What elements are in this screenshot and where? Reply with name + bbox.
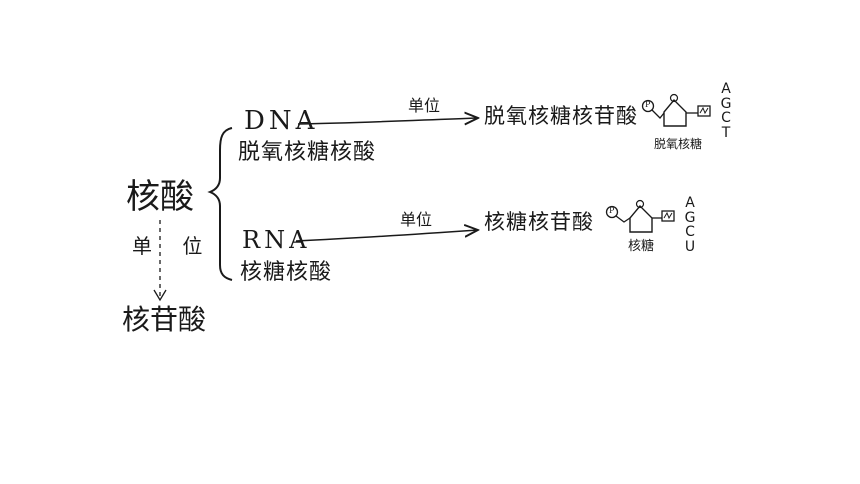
rna-name: RNA <box>242 226 311 254</box>
curly-brace <box>207 127 233 281</box>
dna-base-g: G <box>720 95 732 112</box>
rna-full-name: 核糖核酸 <box>240 260 333 285</box>
rna-phosphate-letter: P <box>609 206 615 215</box>
dna-bases: A G C T <box>720 82 732 141</box>
dna-arrow <box>297 118 478 124</box>
rna-base-u: U <box>684 239 696 256</box>
rna-unit-label: 单位 <box>400 210 433 229</box>
dna-monomer: 脱氧核糖核苷酸 <box>484 104 638 128</box>
rna-base-c: C <box>685 224 695 241</box>
dna-base-c: C <box>721 110 731 127</box>
rna-nucleotide-sketch <box>605 199 675 233</box>
rna-monomer: 核糖核苷酸 <box>484 210 594 234</box>
rna-base-a: A <box>685 195 695 211</box>
rna-base-g: G <box>684 209 696 226</box>
dna-name: DNA <box>244 106 319 136</box>
unit-arrow-head <box>153 289 167 302</box>
root-unit-label: 单 位 <box>132 234 215 258</box>
dna-unit-label: 单位 <box>408 96 441 115</box>
dna-phosphate-letter: P <box>645 100 651 109</box>
root-product-label: 核苷酸 <box>122 303 207 336</box>
root-label: 核酸 <box>126 177 194 217</box>
rna-arrow <box>295 230 478 242</box>
dna-nucleotide-sketch <box>641 93 711 127</box>
rna-bases: A G C U <box>684 196 696 255</box>
dna-base-a: A <box>721 81 731 97</box>
dna-base-t: T <box>721 125 731 142</box>
rna-sugar-label: 核糖 <box>628 239 655 254</box>
dna-sugar-label: 脱氧核糖 <box>654 137 703 151</box>
dna-full-name: 脱氧核糖核酸 <box>238 140 377 165</box>
